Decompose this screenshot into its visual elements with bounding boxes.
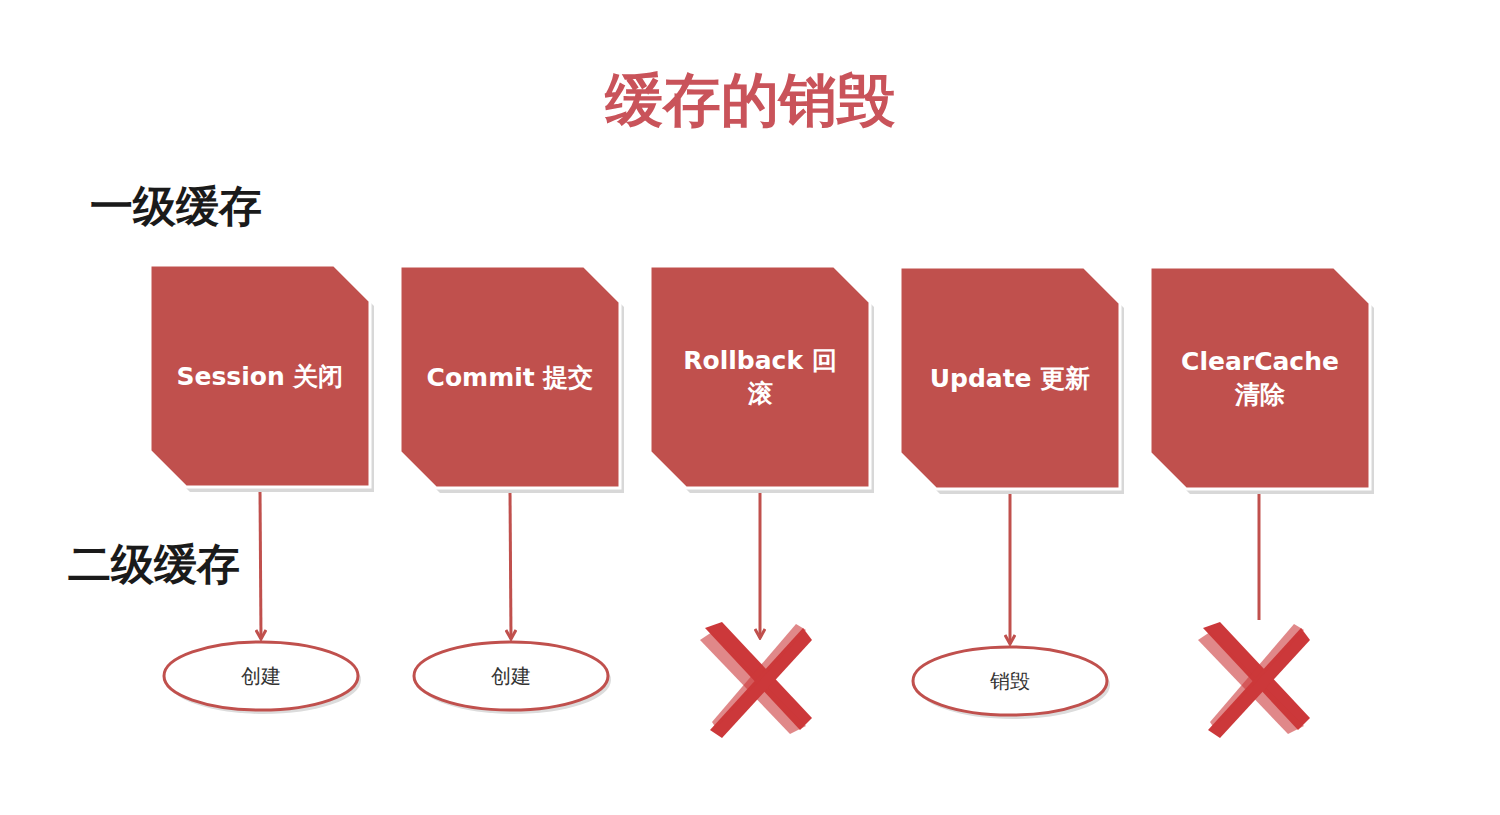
operation-box: Rollback 回滚 <box>650 266 870 488</box>
oval-label: 销毁 <box>990 668 1030 695</box>
operation-box: ClearCache 清除 <box>1150 267 1370 489</box>
cross-mark <box>1198 622 1310 738</box>
result-oval: 创建 <box>412 640 610 712</box>
level-heading: 一级缓存 <box>88 178 264 236</box>
arrow-connector <box>260 489 261 639</box>
arrow-connector <box>1009 491 1012 644</box>
rollback-line <box>759 490 762 638</box>
level-heading: 二级缓存 <box>66 536 242 594</box>
box-label: Update 更新 <box>925 362 1095 395</box>
cut-corner-shape <box>650 266 870 488</box>
arrow-connector <box>510 490 511 639</box>
oval-label: 创建 <box>241 663 281 690</box>
operation-box: Update 更新 <box>900 267 1120 489</box>
operation-box: Commit 提交 <box>400 266 620 488</box>
cross-mark <box>700 622 812 738</box>
result-oval: 销毁 <box>911 645 1109 717</box>
cut-corner-shape <box>1150 267 1370 489</box>
box-label: Rollback 回滚 <box>675 344 845 410</box>
operation-box: Session 关闭 <box>150 265 370 487</box>
box-label: Commit 提交 <box>425 361 595 394</box>
result-oval: 创建 <box>162 640 360 712</box>
box-label: ClearCache 清除 <box>1175 345 1345 411</box>
clearcache-line <box>1258 492 1261 620</box>
slide-title: 缓存的销毁 <box>0 62 1500 140</box>
box-label: Session 关闭 <box>175 360 345 393</box>
oval-label: 创建 <box>491 663 531 690</box>
